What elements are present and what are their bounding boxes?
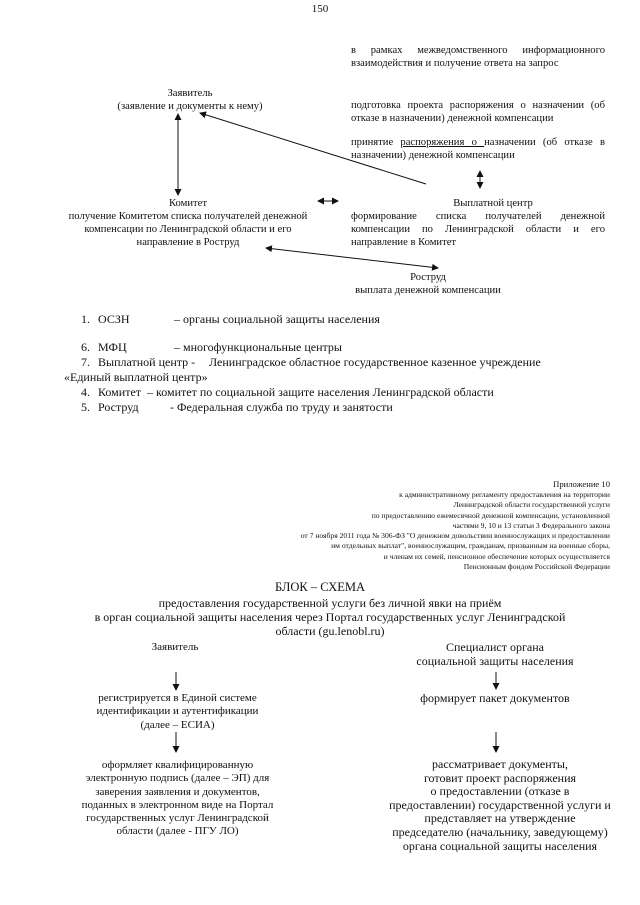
rostrud-box: Роструд выплата денежной компенсации: [332, 271, 524, 297]
appendix-line: частями 9, 10 и 13 статьи 3 Федерального…: [452, 520, 610, 530]
step-accept-order: принятие распоряжения о назначении (об о…: [351, 136, 605, 162]
legend-item-continuation: «Единый выплатной центр»: [64, 370, 208, 384]
appendix-line: и членам их семей, пенсионное обеспечени…: [383, 551, 610, 561]
step-accept-order-underlined: распоряжения о: [400, 137, 485, 148]
step-line: представляет на утверждение: [424, 811, 576, 826]
step-draft-order: подготовка проекта распоряжения о назнач…: [351, 100, 605, 124]
step-line: государственных услуг Ленинградской: [86, 812, 269, 825]
applicant-box: Заявитель (заявление и документы к нему): [100, 87, 280, 113]
step-line: оформляет квалифицированную: [101, 759, 254, 771]
appendix-line: Пенсионным фондом Российской Федерации: [463, 562, 610, 572]
applicant-title-block: Заявитель: [151, 641, 199, 653]
step-form-package: формирует пакет документов: [420, 691, 570, 705]
step-line: заверения заявления и документов,: [95, 785, 260, 798]
block-scheme-subheading: предоставления государственной услуги бе…: [60, 596, 600, 638]
arrow-committee-rostrud: [265, 245, 439, 271]
step-electronic-signature: оформляет квалифицированную электронную …: [60, 759, 295, 839]
step-line: регистрируется в Единой системе: [98, 692, 257, 704]
legend-item-abbr: ОСЗН: [98, 312, 130, 326]
specialist-title-block: Специалист органа социальной защиты насе…: [380, 640, 610, 668]
committee-text: получение Комитетом списка получателей д…: [68, 211, 308, 248]
specialist-title-line: социальной защиты населения: [416, 654, 574, 668]
step-line: (далее – ЕСИА): [140, 718, 215, 731]
legend-item-num: 5.: [81, 400, 90, 414]
step-line: председателю (начальнику, заведующему): [392, 824, 608, 839]
applicant-subtitle: (заявление и документы к нему): [117, 101, 263, 112]
legend-item-desc: Ленинградское областное государственное …: [209, 355, 541, 369]
legend-item-desc: – комитет по социальной защите населения…: [147, 385, 494, 399]
page-number: 150: [311, 3, 329, 15]
rostrud-title: Роструд: [410, 272, 446, 283]
step-line: предоставлении) государственной услуги и: [389, 797, 611, 812]
payment-center-title: Выплатной центр: [453, 198, 533, 209]
legend-item-desc: - Федеральная служба по труду и занятост…: [170, 400, 393, 414]
step-line: готовит проект распоряжения: [423, 770, 577, 785]
step-accept-order-prefix: принятие: [351, 137, 401, 148]
payment-center-text: формирование списка получателей денежной…: [351, 211, 605, 248]
legend-item-oszn: 1. ОСЗН – органы социальной защиты насел…: [81, 312, 624, 326]
step-review-documents: рассматривает документы, готовит проект …: [370, 757, 630, 853]
legend-item-committee: 4. Комитет – комитет по социальной защит…: [81, 385, 624, 400]
step-register-esia: регистрируется в Единой системе идентифи…: [70, 692, 285, 732]
step-line: области (далее - ПГУ ЛО): [116, 825, 239, 838]
appendix-line: Ленинградской области государственной ус…: [453, 500, 610, 510]
appendix-line: по предоставлению ежемесячной денежной к…: [371, 510, 610, 520]
appendix-line: от 7 ноября 2011 года № 306-ФЗ "О денежн…: [300, 531, 610, 541]
appendix-line: к административному регламенту предостав…: [399, 490, 610, 499]
rostrud-text: выплата денежной компенсации: [355, 285, 501, 296]
legend-item-num: 6.: [81, 340, 90, 354]
step-line: о предоставлении (отказе в: [430, 784, 570, 799]
legend-item-abbr: Роструд: [98, 400, 139, 414]
committee-box: Комитет получение Комитетом списка получ…: [57, 197, 319, 249]
appendix-line: им отдельных выплат", военнослужащим, гр…: [331, 541, 610, 551]
legend-item-num: 4.: [81, 385, 90, 399]
legend-item-rostrud: 5. Роструд - Федеральная служба по труду…: [81, 400, 624, 415]
legend-item-num: 1.: [81, 312, 90, 326]
legend-item-desc: – органы социальной защиты населения: [174, 312, 380, 326]
legend-list: 1. ОСЗН – органы социальной защиты насел…: [64, 312, 624, 415]
legend-item-mfc: 6. МФЦ – многофункциональные центры: [81, 340, 624, 354]
step-line: электронную подпись (далее – ЭП) для: [85, 772, 270, 785]
applicant-title: Заявитель: [167, 88, 213, 99]
legend-item-desc: – многофункциональные центры: [174, 340, 342, 354]
payment-center-box: Выплатной центр формирование списка полу…: [351, 197, 605, 249]
arrow-payment-applicant: [199, 111, 427, 185]
committee-title: Комитет: [169, 198, 207, 209]
legend-item-num: 7.: [81, 355, 90, 369]
subheading-line: предоставления государственной услуги бе…: [158, 596, 502, 610]
legend-item-abbr: Комитет: [98, 385, 142, 399]
legend-item-abbr: Выплатной центр -: [98, 355, 196, 369]
subheading-line: области (gu.lenobl.ru): [275, 624, 385, 638]
legend-item-payment-center: 7. Выплатной центр - Ленинградское облас…: [81, 355, 624, 370]
appendix-title: Приложение 10: [553, 479, 610, 489]
appendix-lines: к административному регламенту предостав…: [200, 490, 610, 572]
block-scheme-heading: БЛОК – СХЕМА: [274, 580, 366, 594]
legend-item-abbr: МФЦ: [98, 340, 127, 354]
specialist-title-line: Специалист органа: [445, 640, 544, 654]
step-line: поданных в электронном виде на Портал: [81, 798, 274, 811]
step-line: органа социальной защиты населения: [402, 838, 598, 853]
subheading-line: в орган социальной защиты населения чере…: [94, 610, 566, 624]
step-accept-order-suffix: назначении (об отказе в назначении) дене…: [351, 137, 605, 161]
step-line: идентификации и аутентификации: [96, 705, 259, 718]
step-interagency-request: в рамках межведомственного информационно…: [351, 45, 605, 69]
step-line: рассматривает документы,: [432, 757, 568, 771]
